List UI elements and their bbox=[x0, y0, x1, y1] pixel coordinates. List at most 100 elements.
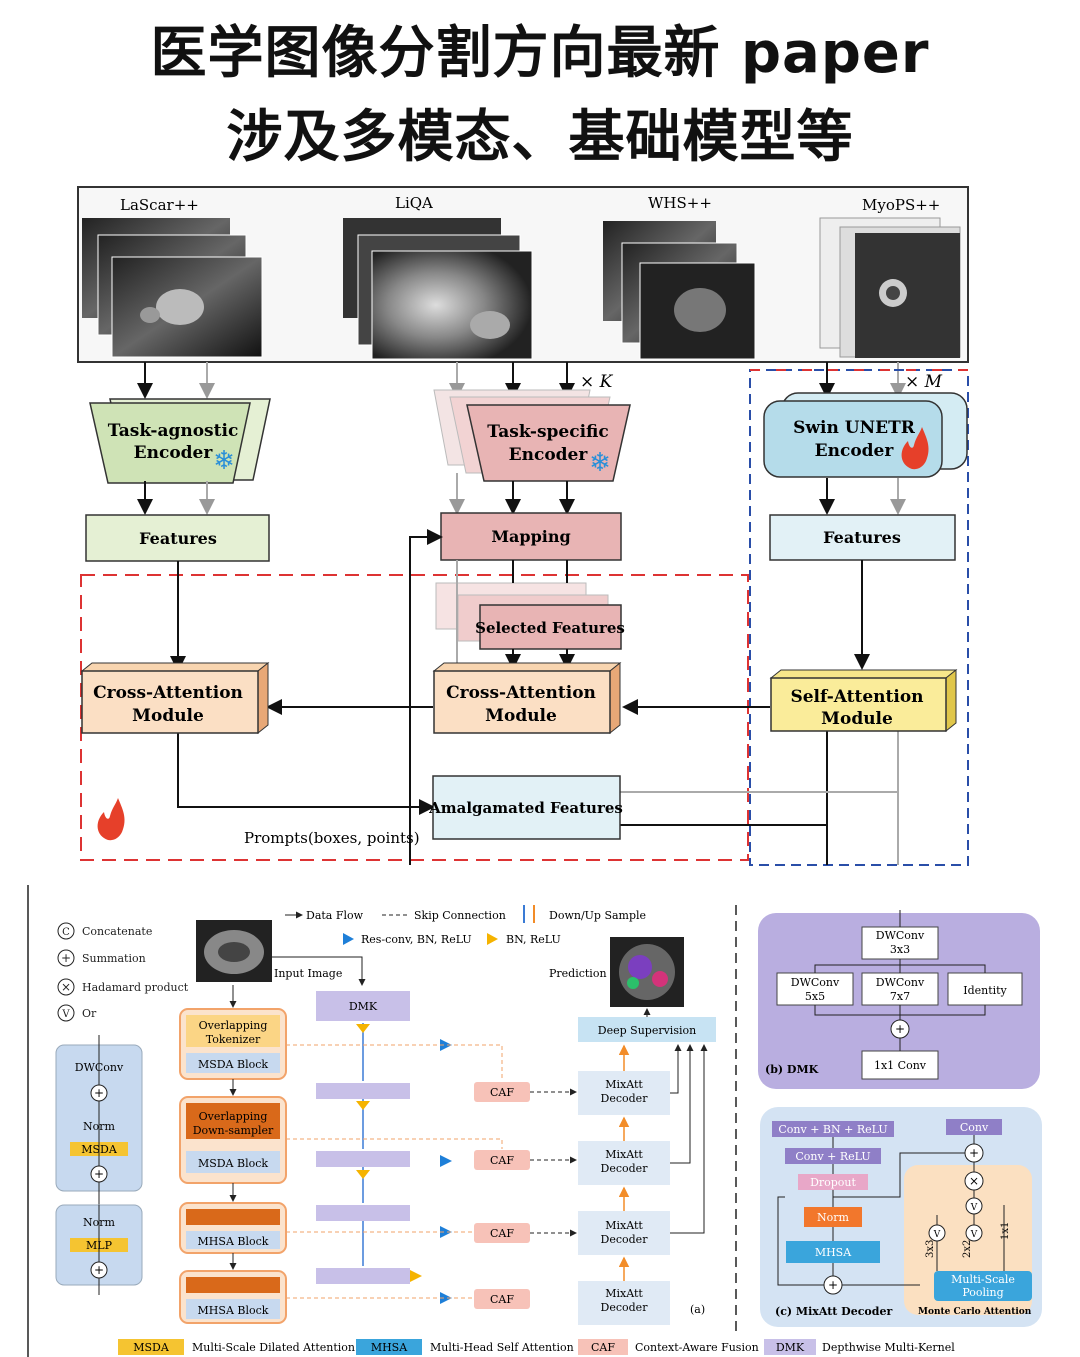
svg-text:Summation: Summation bbox=[82, 952, 146, 965]
myops-mri-stack bbox=[819, 217, 961, 358]
svg-text:Down-sampler: Down-sampler bbox=[193, 1124, 274, 1137]
svg-text:DMK: DMK bbox=[349, 1000, 378, 1013]
svg-text:CAF: CAF bbox=[490, 1227, 514, 1240]
svg-text:Data Flow: Data Flow bbox=[306, 909, 364, 922]
svg-text:Task-agnostic: Task-agnostic bbox=[108, 421, 239, 441]
svg-text:Encoder: Encoder bbox=[134, 443, 214, 463]
self-attention-module: Self-Attention Module bbox=[769, 668, 958, 733]
svg-text:Module: Module bbox=[132, 706, 204, 726]
svg-text:BN, ReLU: BN, ReLU bbox=[506, 933, 561, 946]
dataset-label-whs: WHS++ bbox=[648, 194, 712, 212]
dataset-label-lascar: LaScar++ bbox=[120, 196, 199, 214]
task-agnostic-encoder: Task-agnostic Encoder ❄ bbox=[89, 398, 271, 484]
svg-text:Deep Supervision: Deep Supervision bbox=[598, 1024, 696, 1037]
svg-text:(b) DMK: (b) DMK bbox=[765, 1063, 819, 1076]
flow-legend: Data Flow Skip Connection Down/Up Sample… bbox=[285, 905, 646, 946]
svg-text:CAF: CAF bbox=[591, 1341, 615, 1354]
svg-text:CAF: CAF bbox=[490, 1293, 514, 1306]
dmk-block bbox=[316, 991, 410, 1021]
fire-icon bbox=[97, 798, 125, 841]
svg-text:Tokenizer: Tokenizer bbox=[206, 1033, 261, 1046]
svg-text:Conv: Conv bbox=[960, 1121, 989, 1134]
cross-attention-module-middle: Cross-Attention Module bbox=[432, 661, 622, 735]
svg-text:(a): (a) bbox=[690, 1303, 705, 1316]
svg-text:Swin UNETR: Swin UNETR bbox=[793, 418, 916, 438]
svg-text:MixAtt: MixAtt bbox=[605, 1287, 643, 1300]
dataset-label-myops: MyoPS++ bbox=[862, 196, 940, 214]
whs-mri-stack bbox=[603, 221, 756, 360]
svg-text:+: + bbox=[61, 951, 71, 965]
svg-text:MixAtt: MixAtt bbox=[605, 1078, 643, 1091]
svg-text:Decoder: Decoder bbox=[601, 1301, 649, 1314]
svg-text:V: V bbox=[970, 1203, 978, 1213]
swin-branch-dashed-region bbox=[749, 369, 969, 866]
svg-text:Overlapping: Overlapping bbox=[199, 1019, 268, 1032]
svg-text:Task-specific: Task-specific bbox=[487, 422, 609, 442]
svg-text:Multi-Scale Dilated Attention: Multi-Scale Dilated Attention bbox=[192, 1341, 355, 1354]
svg-text:Module: Module bbox=[821, 709, 893, 729]
svg-text:C: C bbox=[62, 927, 70, 938]
snowflake-icon: ❄ bbox=[213, 446, 235, 476]
operator-legend: C Concatenate + Summation × Hadamard pro… bbox=[57, 922, 189, 1022]
svg-text:Overlapping: Overlapping bbox=[199, 1110, 268, 1123]
svg-text:MSDA: MSDA bbox=[133, 1341, 170, 1354]
headline-line-2: 涉及多模态、基础模型等 bbox=[226, 105, 854, 170]
fusion-column: CAF CAF CAF CAF bbox=[286, 1023, 577, 1309]
snowflake-icon: ❄ bbox=[589, 448, 611, 478]
svg-text:Depthwise Multi-Kernel: Depthwise Multi-Kernel bbox=[822, 1341, 955, 1354]
transformer-block-detail: DWConv Norm MSDA + + Norm MLP + bbox=[55, 1035, 143, 1295]
features-box-left bbox=[85, 514, 270, 562]
prompts-label: Prompts(boxes, points) bbox=[244, 829, 420, 847]
dmk-detail-panel: DWConv 3x3 DWConv 5x5 DWConv 7x7 Identit… bbox=[758, 910, 1040, 1089]
svg-text:Conv + ReLU: Conv + ReLU bbox=[795, 1150, 870, 1163]
cross-attention-module-left: Cross-Attention Module bbox=[80, 661, 270, 735]
svg-text:+: + bbox=[895, 1022, 905, 1036]
svg-text:CAF: CAF bbox=[490, 1154, 514, 1167]
svg-text:+: + bbox=[969, 1146, 979, 1160]
svg-text:V: V bbox=[933, 1230, 941, 1240]
svg-text:Res-conv, BN, ReLU: Res-conv, BN, ReLU bbox=[361, 933, 472, 946]
svg-text:(c) MixAtt Decoder: (c) MixAtt Decoder bbox=[775, 1305, 892, 1318]
module-legend: MSDA Multi-Scale Dilated Attention MHSA … bbox=[118, 1339, 955, 1355]
features-left-label: Features bbox=[139, 529, 217, 548]
svg-text:+: + bbox=[94, 1086, 104, 1100]
svg-text:Decoder: Decoder bbox=[601, 1233, 649, 1246]
svg-text:V: V bbox=[970, 1230, 978, 1240]
svg-text:V: V bbox=[61, 1009, 70, 1020]
svg-text:CAF: CAF bbox=[490, 1086, 514, 1099]
svg-text:+: + bbox=[828, 1278, 838, 1292]
svg-text:MHSA: MHSA bbox=[815, 1246, 852, 1259]
svg-text:MHSA Block: MHSA Block bbox=[198, 1304, 269, 1317]
headline-line-1: 医学图像分割方向最新 paper bbox=[150, 21, 930, 86]
svg-text:Norm: Norm bbox=[817, 1211, 850, 1224]
svg-text:MHSA Block: MHSA Block bbox=[198, 1235, 269, 1248]
svg-text:5x5: 5x5 bbox=[805, 990, 825, 1003]
repeat-k-label: × K bbox=[580, 372, 614, 392]
prediction-label: Prediction bbox=[549, 967, 607, 980]
svg-text:Cross-Attention: Cross-Attention bbox=[446, 683, 596, 703]
svg-text:1x1 Conv: 1x1 Conv bbox=[874, 1059, 927, 1072]
svg-text:2x2: 2x2 bbox=[962, 1240, 973, 1258]
svg-text:7x7: 7x7 bbox=[890, 990, 910, 1003]
selected-features-box bbox=[479, 604, 622, 650]
svg-text:Hadamard product: Hadamard product bbox=[82, 981, 189, 994]
dataset-label-liqa: LiQA bbox=[395, 194, 433, 212]
task-specific-encoder: Task-specific Encoder ❄ bbox=[433, 389, 631, 482]
svg-text:Module: Module bbox=[485, 706, 557, 726]
svg-text:Dropout: Dropout bbox=[810, 1176, 856, 1189]
svg-text:MixAtt: MixAtt bbox=[605, 1219, 643, 1232]
svg-text:MixAtt: MixAtt bbox=[605, 1148, 643, 1161]
svg-text:×: × bbox=[969, 1174, 979, 1188]
figure-1-framework-diagram: LaScar++ LiQA WHS++ MyoPS++ bbox=[77, 186, 969, 866]
svg-text:Encoder: Encoder bbox=[815, 441, 895, 461]
svg-text:Encoder: Encoder bbox=[509, 445, 589, 465]
fire-icon bbox=[901, 427, 929, 470]
svg-text:DWConv: DWConv bbox=[791, 976, 840, 989]
svg-text:DWConv: DWConv bbox=[876, 976, 925, 989]
selected-features-label: Selected Features bbox=[475, 619, 625, 637]
amalgamated-features-label: Amalgamated Features bbox=[428, 799, 623, 817]
svg-text:×: × bbox=[61, 980, 71, 994]
features-box-right bbox=[769, 514, 956, 561]
svg-text:+: + bbox=[94, 1263, 104, 1277]
